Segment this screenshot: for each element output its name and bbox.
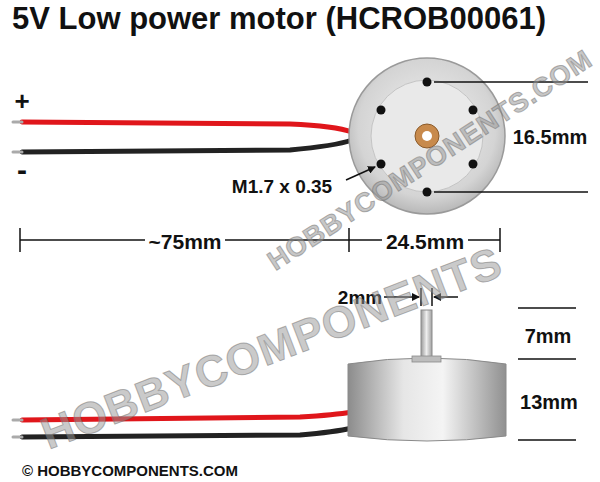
dimension-label: 16.5mm [513, 127, 588, 147]
polarity-mark: - [17, 155, 27, 185]
thread-label: M1.7 x 0.35 [228, 176, 336, 197]
dimension-label: 7mm [525, 326, 572, 346]
dimension-label: 13mm [520, 392, 578, 412]
diagram-title: 5V Low power motor (HCROB00061) [12, 3, 546, 34]
top-wires [13, 122, 352, 152]
length-dimension [20, 228, 500, 252]
copyright-note: © HOBBYCOMPONENTS.COM [22, 463, 238, 478]
dimension-label: 24.5mm [382, 230, 468, 253]
polarity-mark: + [14, 88, 29, 114]
dimension-label: ~75mm [145, 230, 226, 253]
